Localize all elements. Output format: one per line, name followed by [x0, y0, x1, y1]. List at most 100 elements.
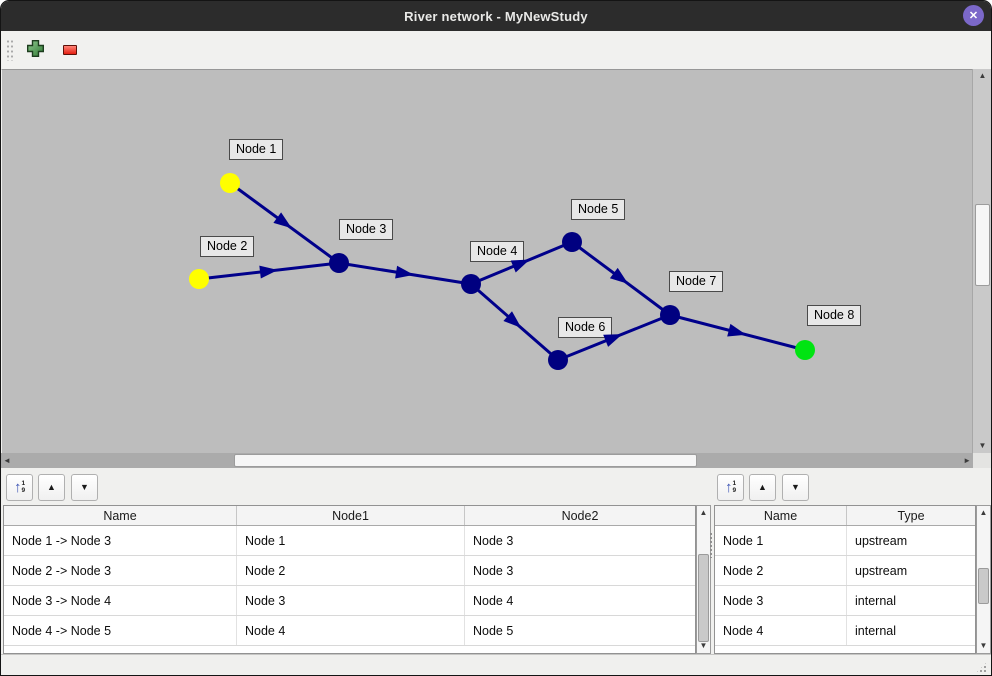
- canvas-vscroll-thumb[interactable]: [975, 204, 990, 286]
- link-arrow-icon: [727, 323, 747, 337]
- scroll-right-icon[interactable]: ►: [963, 455, 971, 465]
- river-node-node-5[interactable]: [562, 232, 582, 252]
- links-table-vscrollbar[interactable]: ▲ ▼: [696, 505, 711, 654]
- node-label[interactable]: Node 7: [669, 271, 724, 292]
- scroll-up-icon[interactable]: ▲: [979, 508, 988, 517]
- table-row[interactable]: Node 3 internal: [715, 586, 975, 616]
- node-label[interactable]: Node 5: [571, 199, 626, 220]
- table-row[interactable]: Node 4 internal: [715, 616, 975, 646]
- close-button[interactable]: ✕: [963, 5, 984, 26]
- node-label[interactable]: Node 6: [558, 317, 613, 338]
- link-arrow-icon: [395, 265, 414, 279]
- link-arrow-icon: [273, 212, 292, 229]
- nodes-scroll-thumb[interactable]: [978, 568, 989, 604]
- river-node-node-3[interactable]: [329, 253, 349, 273]
- canvas-hscrollbar[interactable]: ◄ ►: [1, 453, 973, 468]
- column-header[interactable]: Node1: [237, 506, 465, 525]
- river-node-node-7[interactable]: [660, 305, 680, 325]
- river-node-node-6[interactable]: [548, 350, 568, 370]
- nodes-table-vscrollbar[interactable]: ▲ ▼: [976, 505, 991, 654]
- scroll-down-icon[interactable]: ▼: [978, 441, 987, 450]
- river-node-node-8[interactable]: [795, 340, 815, 360]
- toolbar-drag-handle[interactable]: [6, 39, 13, 61]
- vertical-splitter-handle[interactable]: [709, 532, 713, 558]
- link-arrow-icon: [603, 334, 623, 347]
- column-header[interactable]: Node2: [561, 508, 599, 523]
- table-cell[interactable]: Node 1: [715, 526, 847, 555]
- diagram-svg: [189, 173, 815, 370]
- node-label[interactable]: Node 3: [339, 219, 394, 240]
- statusbar: [1, 654, 991, 675]
- node-label[interactable]: Node 2: [200, 236, 255, 257]
- titlebar[interactable]: River network - MyNewStudy ✕: [1, 1, 991, 31]
- table-cell[interactable]: Node 2 -> Node 3: [4, 556, 237, 585]
- remove-node-button[interactable]: [57, 37, 83, 63]
- river-node-node-1[interactable]: [220, 173, 240, 193]
- river-node-node-4[interactable]: [461, 274, 481, 294]
- node-label-layer: Node 1 Node 2 Node 3 Node 4 Node 5 Node 6 Node…: [2, 70, 972, 453]
- table-row[interactable]: Node 2 upstream: [715, 556, 975, 586]
- table-cell[interactable]: internal: [855, 623, 896, 638]
- scroll-left-icon[interactable]: ◄: [3, 455, 11, 465]
- scroll-down-icon[interactable]: ▼: [979, 641, 988, 650]
- table-cell[interactable]: Node 1 -> Node 3: [4, 526, 237, 555]
- scroll-up-icon[interactable]: ▲: [978, 71, 987, 80]
- close-icon: ✕: [968, 10, 979, 22]
- table-cell[interactable]: upstream: [855, 533, 908, 548]
- nodes-move-up-button[interactable]: ▲: [749, 474, 776, 501]
- node-label[interactable]: Node 1: [229, 139, 284, 160]
- table-cell[interactable]: Node 4: [473, 593, 514, 608]
- scroll-up-icon[interactable]: ▲: [699, 508, 708, 517]
- node-label[interactable]: Node 4: [470, 241, 525, 262]
- table-cell[interactable]: Node 3: [715, 586, 847, 615]
- scroll-down-icon[interactable]: ▼: [699, 641, 708, 650]
- resize-grip[interactable]: [975, 661, 988, 674]
- link-arrow-icon: [510, 259, 530, 273]
- main-toolbar: [1, 31, 991, 70]
- table-cell[interactable]: Node 2: [237, 556, 465, 585]
- column-header[interactable]: Name: [4, 506, 237, 525]
- river-canvas[interactable]: Node 1 Node 2 Node 3 Node 4 Node 5 Node 6 Node…: [2, 69, 972, 453]
- table-cell[interactable]: Node 4 -> Node 5: [4, 616, 237, 645]
- table-cell[interactable]: Node 3: [473, 563, 514, 578]
- node-label[interactable]: Node 8: [807, 305, 862, 326]
- table-cell[interactable]: Node 3: [473, 533, 514, 548]
- nodes-table-header: Name Type: [715, 506, 975, 526]
- canvas-vscrollbar[interactable]: ▲ ▼: [972, 69, 991, 453]
- links-move-down-button[interactable]: ▼: [71, 474, 98, 501]
- move-down-icon: ▼: [791, 482, 800, 492]
- add-node-button[interactable]: [22, 37, 48, 63]
- table-cell[interactable]: Node 5: [473, 623, 514, 638]
- table-cell[interactable]: Node 3: [237, 586, 465, 615]
- canvas-hscroll-thumb[interactable]: [234, 454, 697, 467]
- table-cell[interactable]: Node 1: [237, 526, 465, 555]
- page-title: River network - MyNewStudy: [404, 8, 588, 24]
- table-cell[interactable]: Node 2: [715, 556, 847, 585]
- links-scroll-thumb[interactable]: [698, 554, 709, 642]
- column-header[interactable]: Name: [715, 506, 847, 525]
- table-cell[interactable]: upstream: [855, 563, 908, 578]
- links-move-up-button[interactable]: ▲: [38, 474, 65, 501]
- table-row[interactable]: Node 1 upstream: [715, 526, 975, 556]
- move-up-icon: ▲: [758, 482, 767, 492]
- link-arrow-icon: [503, 311, 522, 328]
- river-node-node-2[interactable]: [189, 269, 209, 289]
- table-cell[interactable]: internal: [855, 593, 896, 608]
- table-cell[interactable]: Node 4: [715, 616, 847, 645]
- table-cell[interactable]: Node 3 -> Node 4: [4, 586, 237, 615]
- table-cell[interactable]: Node 4: [237, 616, 465, 645]
- column-header[interactable]: Type: [897, 508, 925, 523]
- nodes-move-down-button[interactable]: ▼: [782, 474, 809, 501]
